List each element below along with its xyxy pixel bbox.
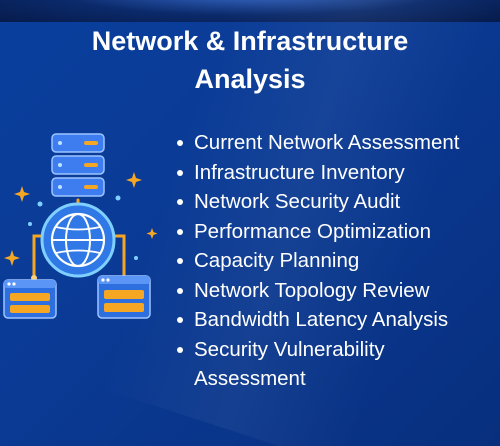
server-stack-icon: [51, 133, 105, 197]
feature-list: Current Network Assessment Infrastructur…: [174, 128, 494, 394]
list-item: Capacity Planning: [174, 246, 494, 276]
list-item: Infrastructure Inventory: [174, 158, 494, 188]
list-item: Network Topology Review: [174, 276, 494, 306]
globe-icon: [40, 202, 116, 278]
title-line-1: Network & Infrastructure: [91, 26, 409, 56]
network-illustration-svg: [3, 133, 158, 319]
list-item: Bandwidth Latency Analysis: [174, 305, 494, 335]
page-title: Network & Infrastructure Analysis: [0, 22, 500, 98]
list-item: Security Vulnerability Assessment: [174, 335, 494, 394]
list-item: Current Network Assessment: [174, 128, 494, 158]
browser-window-icon: [3, 279, 57, 319]
network-illustration: [0, 128, 170, 328]
list-item: Performance Optimization: [174, 217, 494, 247]
list-item: Network Security Audit: [174, 187, 494, 217]
title-line-2: Analysis: [194, 64, 306, 94]
sparkle-icon: [4, 172, 158, 266]
top-band: [0, 0, 500, 22]
browser-window-icon: [97, 275, 151, 319]
